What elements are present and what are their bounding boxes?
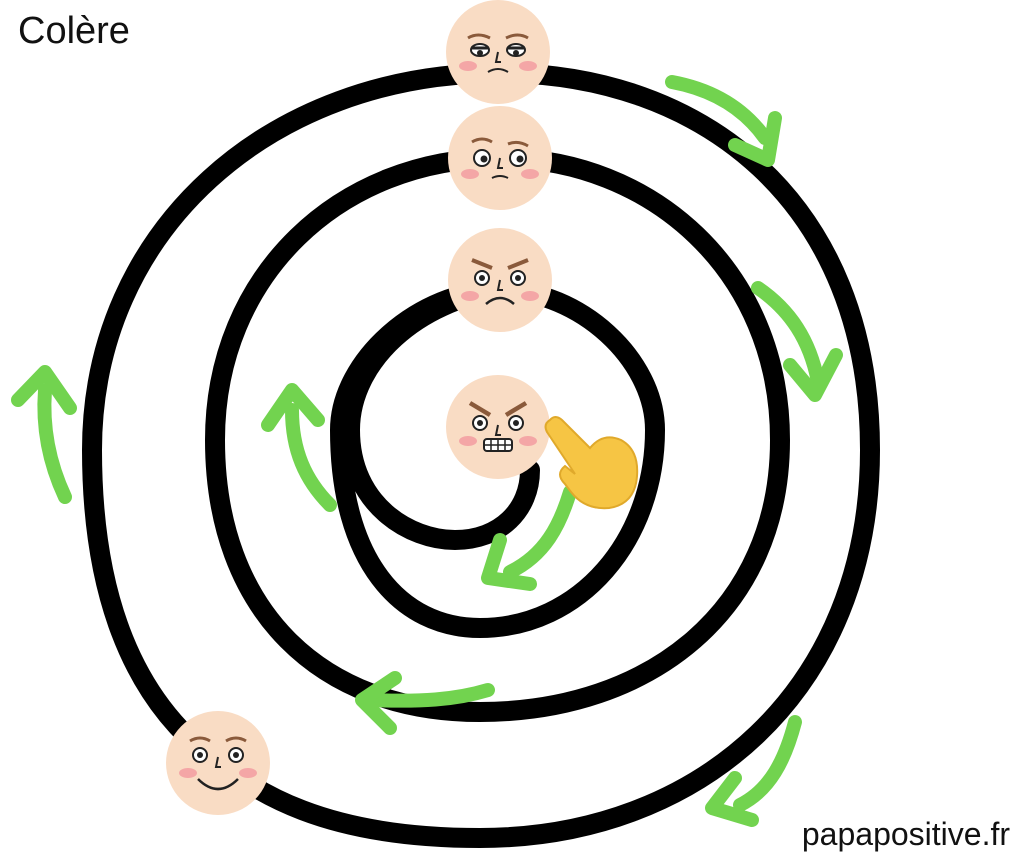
face-frowning (448, 228, 552, 332)
face-annoyed (448, 106, 552, 210)
arrow-icon-2 (751, 281, 843, 402)
page-title: Colère (18, 10, 130, 52)
site-credit: papapositive.fr (801, 816, 1010, 852)
arrow-icon-3 (705, 715, 802, 827)
arrow-icon-4 (355, 671, 495, 735)
face-tired (446, 0, 550, 104)
face-furious (446, 375, 550, 479)
arrow-icon-7 (11, 365, 77, 504)
arrow-icon-6 (261, 383, 337, 512)
pointing-hand-icon (544, 416, 639, 510)
face-smiling (166, 711, 270, 815)
spiral-line (81, 63, 881, 849)
arrow-icon-1 (665, 75, 782, 167)
arrow-icon-5 (481, 485, 577, 591)
